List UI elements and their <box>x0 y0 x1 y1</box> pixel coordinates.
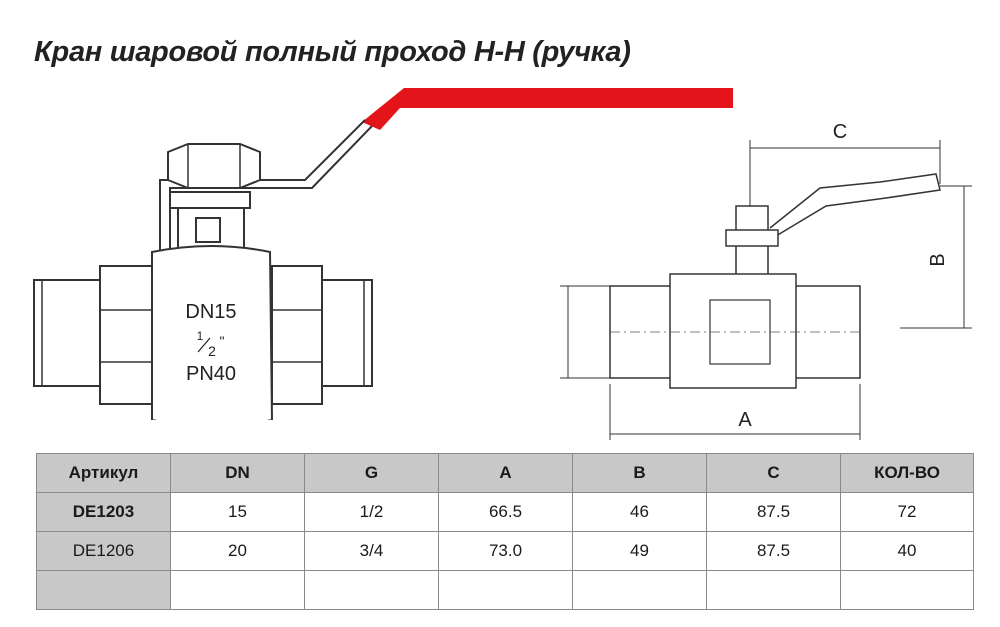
valve-body <box>151 245 274 420</box>
marking-size-den: 2 <box>208 343 216 359</box>
cell-g: 1/2 <box>304 492 439 532</box>
cell-a: 73.0 <box>438 531 573 571</box>
cell-qty <box>840 570 974 610</box>
dim-c-label: C <box>833 121 847 143</box>
cell-qty: 72 <box>840 492 974 532</box>
col-header-article: Артикул <box>36 453 171 493</box>
cell-article: DE1203 <box>36 492 171 532</box>
dimension-drawing: C B A <box>560 121 972 440</box>
cell-dn: 15 <box>170 492 305 532</box>
cell-article: DE1206 <box>36 531 171 571</box>
col-header-qty: КОЛ-ВО <box>840 453 974 493</box>
marking-dn: DN15 <box>185 301 236 323</box>
cell-g: 3/4 <box>304 531 439 571</box>
cell-c: 87.5 <box>706 492 841 532</box>
handle-grip <box>362 88 733 130</box>
cell-b <box>572 570 707 610</box>
table-row: DE1206 20 3/4 73.0 49 87.5 40 <box>36 531 974 571</box>
cell-g <box>304 570 439 610</box>
col-header-g: G <box>304 453 439 493</box>
cell-dn: 20 <box>170 531 305 571</box>
col-header-dn: DN <box>170 453 305 493</box>
col-header-b: B <box>572 453 707 493</box>
cell-b: 46 <box>572 492 707 532</box>
cell-c: 87.5 <box>706 531 841 571</box>
cell-article <box>36 570 171 610</box>
cell-a: 66.5 <box>438 492 573 532</box>
dim-a-label: A <box>738 409 752 431</box>
table-header-row: Артикул DN G A B C КОЛ-ВО <box>36 453 974 493</box>
valve-illustration: DN15 1 2 " PN40 <box>33 88 733 420</box>
cell-qty: 40 <box>840 531 974 571</box>
cell-c <box>706 570 841 610</box>
cell-a <box>438 570 573 610</box>
cell-b: 49 <box>572 531 707 571</box>
stem-nut <box>167 143 261 189</box>
marking-size-inch: " <box>220 333 225 349</box>
col-header-a: A <box>438 453 573 493</box>
col-header-c: C <box>706 453 841 493</box>
marking-pn: PN40 <box>186 363 236 385</box>
cell-dn <box>170 570 305 610</box>
spec-table: Артикул DN G A B C КОЛ-ВО DE1203 15 1/2 … <box>36 453 974 610</box>
dim-b-label: B <box>927 253 949 266</box>
table-row <box>36 570 974 610</box>
table-row: DE1203 15 1/2 66.5 46 87.5 72 <box>36 492 974 532</box>
marking-size-num: 1 <box>197 329 204 343</box>
left-thread <box>33 279 101 387</box>
page-title: Кран шаровой полный проход Н-Н (ручка) <box>34 36 631 68</box>
